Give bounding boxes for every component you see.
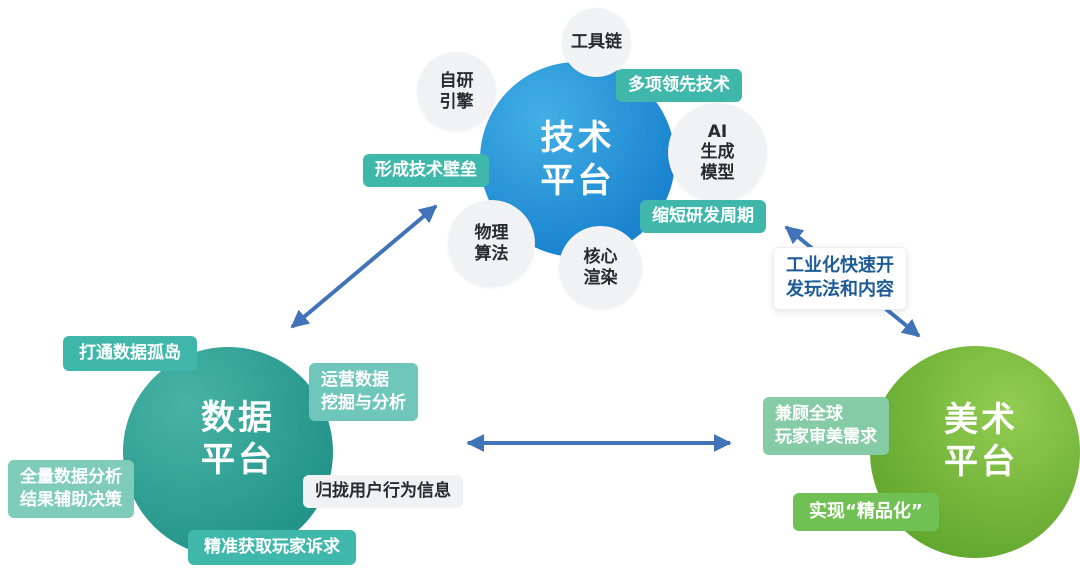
art-platform-title: 美术 平台 bbox=[944, 399, 1018, 483]
tech-platform-title: 技术 平台 bbox=[540, 118, 615, 201]
badge-ops-data-mining-label: 运营数据 挖掘与分析 bbox=[321, 370, 406, 413]
badge-leading-tech-label: 多项领先技术 bbox=[628, 75, 730, 95]
badge-full-data-analysis-label: 全量数据分析 结果辅助决策 bbox=[20, 467, 122, 510]
badge-data-islands: 打通数据孤岛 bbox=[63, 336, 197, 371]
data-platform-title: 数据 平台 bbox=[201, 397, 275, 481]
badge-tech-barrier-label: 形成技术壁垒 bbox=[375, 160, 477, 180]
badge-global-aesthetics-label: 兼顾全球 玩家审美需求 bbox=[775, 404, 877, 447]
badge-user-behavior: 归拢用户行为信息 bbox=[303, 475, 463, 508]
satellite-physics-algorithm: 物理 算法 bbox=[448, 200, 535, 287]
badge-player-demands: 精准获取玩家诉求 bbox=[188, 530, 356, 565]
satellite-self-engine: 自研 引擎 bbox=[417, 52, 496, 131]
badge-tech-barrier: 形成技术壁垒 bbox=[363, 154, 489, 187]
badge-premium-quality-label: 实现“精品化” bbox=[809, 501, 923, 522]
badge-shorter-dev-cycle: 缩短研发周期 bbox=[640, 200, 766, 233]
badge-full-data-analysis: 全量数据分析 结果辅助决策 bbox=[8, 460, 134, 518]
badge-global-aesthetics: 兼顾全球 玩家审美需求 bbox=[763, 397, 889, 455]
badge-industrial-dev: 工业化快速开 发玩法和内容 bbox=[773, 247, 907, 310]
satellite-toolchain: 工具链 bbox=[562, 8, 631, 77]
satellite-core-rendering: 核心 渲染 bbox=[559, 226, 642, 309]
satellite-ai-model: AI 生成 模型 bbox=[668, 103, 767, 202]
badge-ops-data-mining: 运营数据 挖掘与分析 bbox=[309, 363, 418, 421]
satellite-self-engine-label: 自研 引擎 bbox=[439, 71, 474, 112]
satellite-core-rendering-label: 核心 渲染 bbox=[583, 247, 618, 288]
data-platform-circle: 数据 平台 bbox=[123, 347, 333, 557]
badge-player-demands-label: 精准获取玩家诉求 bbox=[204, 537, 340, 557]
badge-premium-quality: 实现“精品化” bbox=[793, 493, 939, 532]
arrow-tech-data bbox=[290, 204, 438, 329]
badge-shorter-dev-cycle-label: 缩短研发周期 bbox=[652, 206, 754, 226]
badge-leading-tech: 多项领先技术 bbox=[616, 69, 742, 102]
satellite-ai-model-label: AI 生成 模型 bbox=[700, 121, 735, 183]
badge-user-behavior-label: 归拢用户行为信息 bbox=[315, 481, 451, 501]
badge-data-islands-label: 打通数据孤岛 bbox=[79, 343, 181, 363]
satellite-physics-algorithm-label: 物理 算法 bbox=[474, 223, 509, 264]
badge-industrial-dev-label: 工业化快速开 发玩法和内容 bbox=[786, 255, 894, 301]
satellite-toolchain-label: 工具链 bbox=[571, 32, 622, 53]
